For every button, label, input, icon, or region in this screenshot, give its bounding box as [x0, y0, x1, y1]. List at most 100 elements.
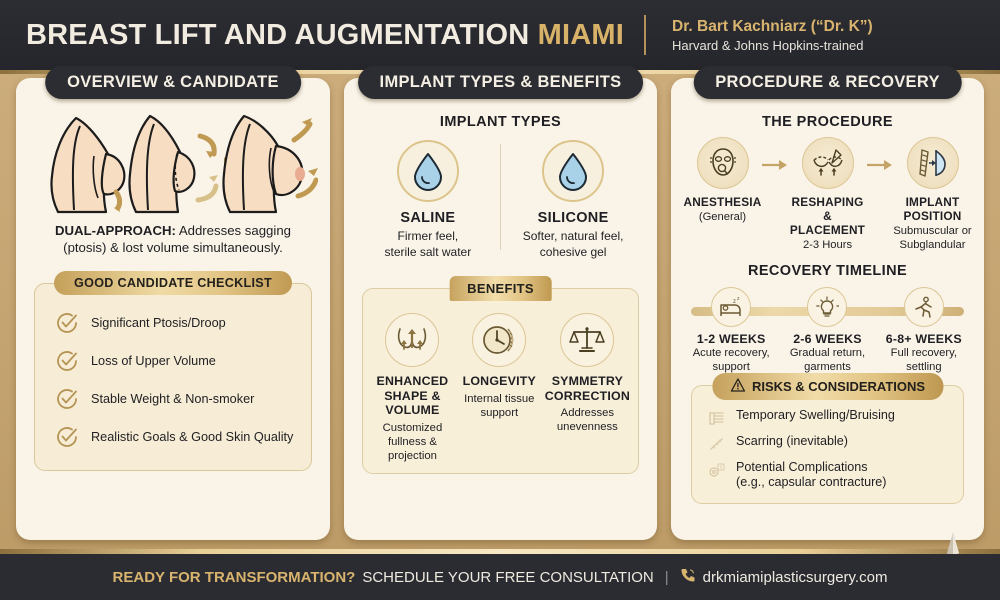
- benefits-box: BENEFITS: [362, 276, 639, 475]
- column-procedure-recovery: PROCEDURE & RECOVERY THE PROCEDURE: [671, 66, 984, 540]
- dual-approach-body: Addresses sagging (ptosis) & lost volume…: [63, 223, 291, 256]
- svg-text:z: z: [737, 296, 740, 302]
- procedure-step-name: RESHAPING & PLACEMENT: [789, 195, 866, 238]
- implant-type-desc: Softer, natural feel, cohesive gel: [522, 229, 624, 259]
- list-item-label: Realistic Goals & Good Skin Quality: [91, 429, 294, 444]
- benefits-row: ENHANCED SHAPE & VOLUME Customized fulln…: [369, 311, 632, 463]
- svg-text:z: z: [733, 299, 736, 305]
- panel-title-overview: OVERVIEW & CANDIDATE: [45, 66, 301, 99]
- water-drop-icon: [396, 140, 459, 202]
- phone-icon: [680, 567, 696, 587]
- risks-title-label: RISKS & CONSIDERATIONS: [751, 379, 926, 395]
- benefit-enhanced-shape: ENHANCED SHAPE & VOLUME Customized fulln…: [369, 311, 456, 463]
- implant-type-saline: SALINE Firmer feel, sterile salt water: [356, 136, 500, 260]
- implant-type-name: SILICONE: [537, 210, 609, 226]
- doctor-credentials: Harvard & Johns Hopkins-trained: [672, 37, 864, 53]
- footer-gold-rule: [0, 549, 1000, 554]
- panel-title-implants: IMPLANT TYPES & BENEFITS: [357, 66, 644, 99]
- arrow-right-icon: [867, 134, 893, 176]
- list-item: Significant Ptosis/Droop: [47, 304, 299, 342]
- procedure-step-anesthesia: ANESTHESIA (General): [683, 134, 762, 225]
- list-item: Scarring (inevitable): [702, 432, 953, 458]
- timeline-step-6-8-weeks: 6-8+ WEEKS Full recovery, settling: [876, 285, 972, 375]
- scar-line-icon: [708, 434, 726, 457]
- benefit-symmetry: SYMMETRY CORRECTION Addresses unevenness: [543, 311, 632, 463]
- recovery-timeline: z z 1-2 WEEKS Acute recovery, support: [683, 285, 972, 373]
- implant-position-icon: [906, 137, 959, 189]
- implant-types-divider: [499, 144, 502, 251]
- doctor-credit: Dr. Bart Kachniarz (“Dr. K”) Harvard & J…: [672, 18, 873, 53]
- footer-separator: |: [664, 568, 669, 586]
- breast-lift-illustration: [28, 114, 318, 214]
- column-implant-types-benefits: IMPLANT TYPES & BENEFITS IMPLANT TYPES S…: [344, 66, 657, 540]
- benefit-desc: Addresses unevenness: [556, 407, 618, 434]
- timeline-step-desc: Full recovery, settling: [890, 347, 957, 374]
- dual-approach-text: DUAL-APPROACH: Addresses sagging (ptosis…: [28, 222, 318, 257]
- timeline-step-1-2-weeks: z z 1-2 WEEKS Acute recovery, support: [683, 285, 779, 375]
- footer-bar: READY FOR TRANSFORMATION? SCHEDULE YOUR …: [0, 554, 1000, 600]
- timeline-step-name: 6-8+ WEEKS: [885, 332, 962, 347]
- lightbulb-icon: [807, 287, 848, 328]
- timeline-items: z z 1-2 WEEKS Acute recovery, support: [683, 285, 972, 375]
- procedure-title: THE PROCEDURE: [762, 114, 893, 130]
- implant-types-row: SALINE Firmer feel, sterile salt water S…: [356, 136, 645, 260]
- dual-approach-label: DUAL-APPROACH:: [55, 223, 176, 238]
- check-circle-icon: [55, 387, 79, 411]
- running-person-icon: [903, 287, 944, 328]
- benefit-name: ENHANCED SHAPE & VOLUME: [376, 374, 449, 418]
- clock-icon: [472, 313, 527, 368]
- checklist-title: GOOD CANDIDATE CHECKLIST: [54, 270, 292, 295]
- complication-gear-icon: [708, 460, 726, 483]
- balance-scale-icon: [560, 313, 615, 368]
- page-title-accent: MIAMI: [537, 18, 625, 51]
- timeline-step-name: 1-2 WEEKS: [696, 332, 766, 347]
- procedure-step-reshaping: RESHAPING & PLACEMENT 2-3 Hours: [788, 134, 867, 253]
- timeline-step-name: 2-6 WEEKS: [793, 332, 862, 347]
- check-circle-icon: [55, 311, 79, 335]
- list-item-label: Temporary Swelling/Bruising: [736, 407, 895, 422]
- columns-container: OVERVIEW & CANDIDATE: [0, 66, 1000, 540]
- check-circle-icon: [55, 349, 79, 373]
- water-drop-icon: [542, 140, 605, 202]
- procedure-step-sub: Submuscular or Subglandular: [893, 225, 972, 251]
- anesthesia-mask-icon: [696, 137, 749, 189]
- procedure-step-name: ANESTHESIA: [683, 195, 762, 209]
- procedure-steps-row: ANESTHESIA (General): [683, 134, 972, 253]
- warning-triangle-icon: [730, 378, 745, 395]
- candidate-checklist-box: GOOD CANDIDATE CHECKLIST Significant Pto…: [34, 270, 312, 471]
- procedure-step-sub: 2-3 Hours: [802, 239, 853, 252]
- list-item-label: Significant Ptosis/Droop: [91, 315, 226, 330]
- footer-cta-text: SCHEDULE YOUR FREE CONSULTATION: [362, 568, 654, 586]
- doctor-name: Dr. Bart Kachniarz (“Dr. K”): [672, 17, 873, 35]
- footer-website[interactable]: drkmiamiplasticsurgery.com: [702, 568, 888, 586]
- bed-rest-icon: z z: [711, 287, 752, 328]
- footer-cta-strong: READY FOR TRANSFORMATION?: [112, 568, 356, 586]
- timeline-step-desc: Acute recovery, support: [692, 347, 770, 374]
- list-item: Realistic Goals & Good Skin Quality: [47, 418, 299, 456]
- benefit-desc: Internal tissue support: [464, 392, 535, 419]
- benefits-title: BENEFITS: [449, 276, 552, 302]
- benefit-name: LONGEVITY: [462, 374, 536, 389]
- recovery-title: RECOVERY TIMELINE: [747, 263, 908, 280]
- procedure-step-implant-position: IMPLANT POSITION Submuscular or Subgland…: [893, 134, 972, 253]
- arrow-right-icon: [762, 134, 788, 176]
- list-item-label: Stable Weight & Non-smoker: [91, 391, 255, 406]
- bandage-icon: [708, 408, 726, 431]
- implant-type-desc: Firmer feel, sterile salt water: [384, 229, 472, 259]
- scalpel-reshaping-icon: [801, 137, 854, 189]
- footer-cta: READY FOR TRANSFORMATION? SCHEDULE YOUR …: [113, 567, 888, 587]
- check-circle-icon: [55, 425, 79, 449]
- list-item-label: Potential Complications (e.g., capsular …: [736, 459, 887, 490]
- page-title: BREAST LIFT AND AUGMENTATION MIAMI: [26, 19, 624, 52]
- breast-uplift-arrows-icon: [385, 313, 440, 368]
- procedure-step-sub: (General): [698, 211, 747, 224]
- risks-title-pill: RISKS & CONSIDERATIONS: [711, 373, 944, 401]
- implant-types-title: IMPLANT TYPES: [439, 114, 562, 130]
- list-item: Potential Complications (e.g., capsular …: [702, 458, 953, 493]
- header-bar: BREAST LIFT AND AUGMENTATION MIAMI Dr. B…: [0, 0, 1000, 70]
- panel-title-procedure: PROCEDURE & RECOVERY: [693, 66, 962, 99]
- timeline-step-2-6-weeks: 2-6 WEEKS Gradual return, garments: [779, 285, 875, 375]
- list-item-label: Loss of Upper Volume: [91, 353, 216, 368]
- procedure-step-name: IMPLANT POSITION: [903, 195, 962, 224]
